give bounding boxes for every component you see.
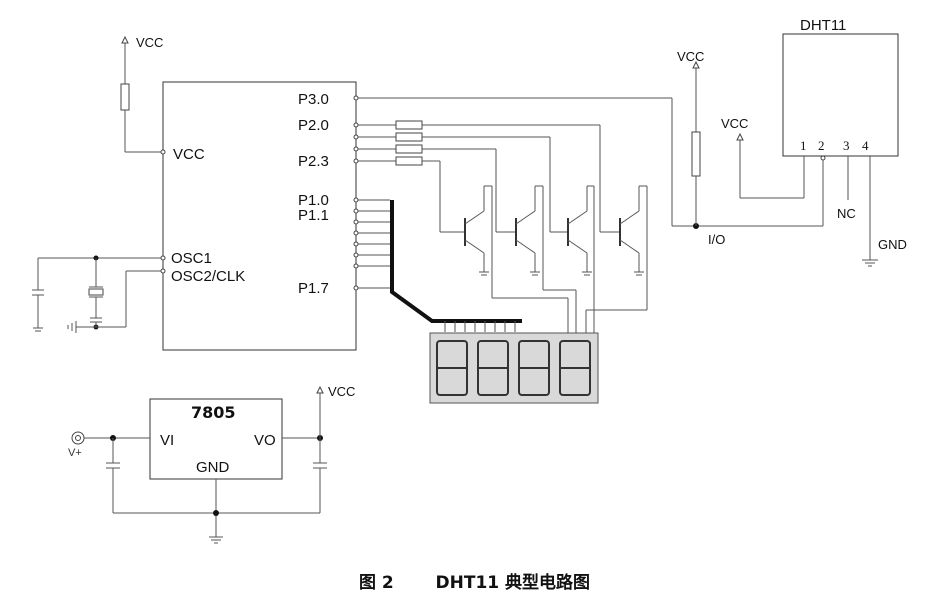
osc2-label: OSC2/CLK: [171, 268, 245, 285]
dht11-wiring: [736, 132, 878, 267]
crystal: [88, 288, 104, 296]
transistor-1: [440, 185, 568, 299]
vcc-pullup-label: VCC: [677, 49, 704, 64]
figure-caption: 图 2 DHT11 典型电路图: [0, 568, 949, 593]
figure-title: DHT11 典型电路图: [435, 573, 591, 593]
regulator-7805: [149, 398, 283, 480]
transistor-2: [496, 185, 576, 291]
vcc-label-top: VCC: [136, 35, 163, 50]
regulator-gnd-label: GND: [196, 459, 230, 476]
pin-p20-label: P2.0: [298, 117, 329, 134]
vcc-arrow-icon: [316, 385, 324, 394]
dht11-title: DHT11: [800, 17, 846, 34]
regulator-name: 7805: [191, 403, 236, 422]
transistor-3: [550, 185, 595, 334]
segment-bus: [390, 200, 522, 323]
mcu-vcc-supply: [120, 35, 166, 155]
vcc-sensor-label: VCC: [721, 116, 748, 131]
data-line: [358, 60, 826, 229]
figure-number: 图 2: [358, 573, 394, 593]
dht11-body: [782, 33, 899, 157]
dht11-pin3: 3: [843, 138, 850, 153]
io-label: I/O: [708, 232, 725, 247]
pin-p30-label: P3.0: [298, 91, 329, 108]
dht11-pin4: 4: [862, 138, 869, 153]
display-digits: [436, 340, 591, 396]
mcu-vcc-pin-label: VCC: [173, 146, 205, 163]
digit-resistors: [358, 120, 601, 232]
pin-p11-label: P1.1: [298, 207, 329, 224]
regulator-vi-label: VI: [160, 432, 174, 449]
dht11-pin1: 1: [800, 138, 807, 153]
dht11-pin2: 2: [818, 138, 825, 153]
gnd-sensor-label: GND: [878, 237, 907, 252]
pin-p23-label: P2.3: [298, 153, 329, 170]
osc1-label: OSC1: [171, 250, 212, 267]
pin-p17-label: P1.7: [298, 280, 329, 297]
oscillator-circuit: [32, 255, 166, 333]
vplus-label: V+: [68, 447, 82, 459]
nc-label: NC: [837, 206, 856, 221]
resistor: [120, 83, 130, 111]
vcc-arrow-icon: [736, 132, 744, 141]
mcu-body: [162, 81, 357, 351]
regulator-wiring: [71, 385, 327, 544]
vcc-reg-label: VCC: [328, 384, 355, 399]
pullup-resistor: [691, 131, 701, 177]
mcu-pin-stubs: [353, 95, 390, 291]
pin-p10-label: P1.0: [298, 192, 329, 209]
vcc-arrow-icon: [121, 35, 129, 44]
transistor-4: [586, 185, 648, 311]
regulator-vo-label: VO: [254, 432, 276, 449]
